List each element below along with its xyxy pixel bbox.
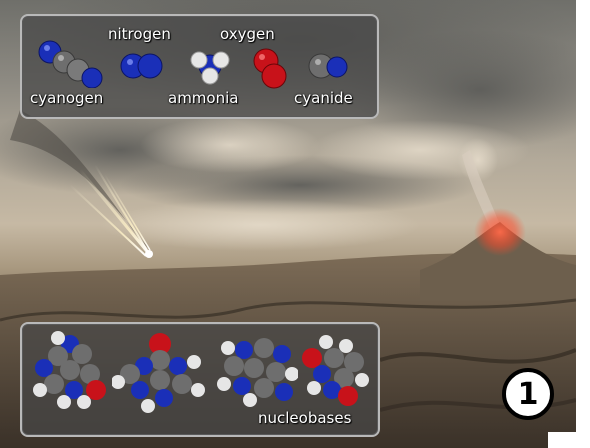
- label-cyanide: cyanide: [294, 89, 353, 107]
- label-nitrogen: nitrogen: [108, 25, 171, 43]
- terrain-ridge: [379, 348, 576, 364]
- volcano-plume: [462, 150, 500, 228]
- meteor: [69, 164, 153, 258]
- nitrogen-molecule: [120, 53, 163, 79]
- light-cloud: [100, 199, 420, 251]
- cyanogen-molecule: [38, 40, 103, 88]
- nucleobases-panel: nucleobases: [20, 322, 380, 437]
- oxygen-molecule: [253, 48, 287, 89]
- image-margin: [548, 432, 590, 448]
- label-ammonia: ammonia: [168, 89, 239, 107]
- light-cloud: [140, 117, 320, 173]
- lava-glow: [474, 208, 526, 256]
- nucleobase-molecule-1: [33, 331, 106, 409]
- nucleobase-molecule-3: [217, 338, 298, 407]
- volcano: [420, 222, 576, 300]
- meteor-smoke-trail: [10, 110, 150, 250]
- label-oxygen: oxygen: [220, 25, 275, 43]
- cyanide-molecule: [308, 53, 348, 79]
- light-cloud: [310, 120, 530, 180]
- label-cyanogen: cyanogen: [30, 89, 104, 107]
- ammonia-molecule: [190, 51, 230, 85]
- primordial-earth-scene: nitrogen oxygen cyanogen ammonia cyanide: [0, 0, 576, 448]
- label-nucleobases: nucleobases: [258, 409, 352, 427]
- step-number-badge: 1: [502, 368, 554, 420]
- terrain-ridge: [0, 298, 576, 322]
- small-molecules-panel: nitrogen oxygen cyanogen ammonia cyanide: [20, 14, 379, 119]
- nucleobase-molecule-2: [112, 333, 205, 413]
- storm-cloud: [340, 30, 576, 150]
- nucleobase-molecule-4: [302, 335, 369, 406]
